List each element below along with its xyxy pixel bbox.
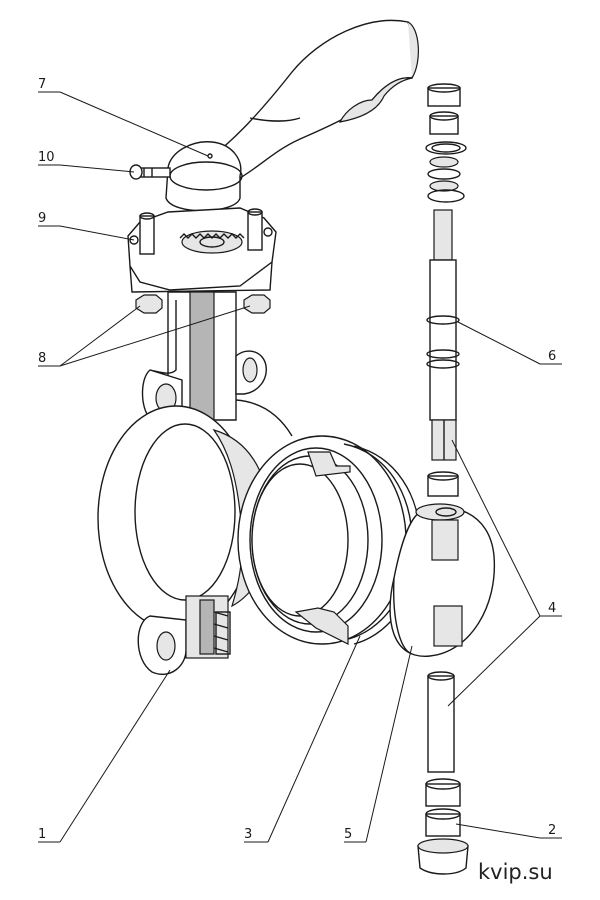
callout-label-3: 3 — [244, 827, 252, 842]
hex-nut-left — [135, 294, 163, 314]
callout-2: 2 — [455, 823, 562, 839]
callout-6: 6 — [457, 321, 562, 365]
callout-7: 7 — [38, 77, 209, 157]
callout-5: 5 — [344, 645, 413, 843]
handle-hub — [165, 141, 243, 212]
callout-9: 9 — [38, 211, 135, 241]
callout-label-4: 4 — [548, 601, 556, 616]
lock-pin — [129, 164, 171, 180]
callout-3: 3 — [244, 635, 361, 843]
callout-label-6: 6 — [548, 349, 556, 364]
stem-shaft — [426, 209, 460, 461]
top-plate — [127, 207, 277, 293]
callout-label-10: 10 — [38, 150, 55, 165]
callout-8: 8 — [38, 305, 251, 367]
handle-lever — [203, 19, 419, 179]
callout-label-9: 9 — [38, 211, 46, 226]
stem-lower-bushing — [427, 471, 459, 497]
callout-label-7: 7 — [38, 77, 46, 92]
hex-nut-right — [243, 294, 271, 314]
callout-label-5: 5 — [344, 827, 352, 842]
lower-bushings — [417, 778, 469, 875]
callout-4: 4 — [447, 439, 562, 707]
callout-1: 1 — [38, 669, 171, 843]
callout-10: 10 — [38, 150, 135, 173]
watermark-text: kvip.su — [478, 860, 553, 884]
callout-label-8: 8 — [38, 351, 46, 366]
valve-body — [97, 291, 293, 675]
valve-disc — [389, 503, 496, 657]
callout-label-2: 2 — [548, 823, 556, 838]
callout-label-1: 1 — [38, 827, 46, 842]
stem-upper-bushings — [425, 83, 467, 203]
lower-shaft — [427, 671, 455, 773]
